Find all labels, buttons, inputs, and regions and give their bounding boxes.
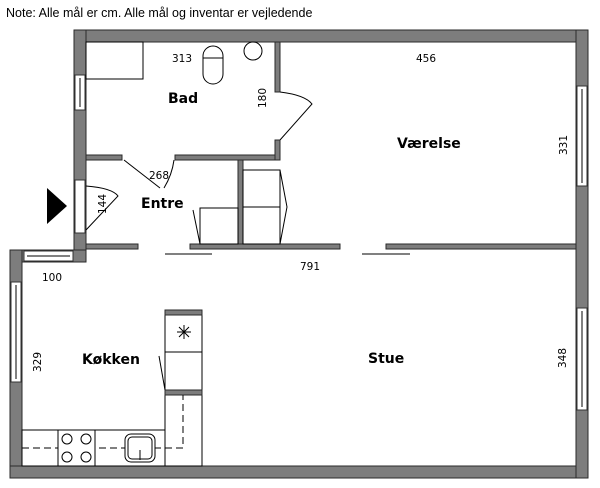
room-label-stue: Stue [368, 351, 404, 367]
room-label-vaerelse: Værelse [397, 136, 461, 152]
stove-icon [57, 429, 96, 467]
toilet-icon [202, 45, 224, 85]
washbasin-icon [243, 41, 263, 61]
interior-walls [85, 41, 577, 250]
dim-stue-height: 348 [557, 348, 569, 368]
dim-koekken-small: 100 [42, 272, 62, 284]
room-label-koekken: Køkken [82, 352, 140, 368]
room-label-entre: Entre [141, 196, 184, 212]
dim-entre-height: 144 [97, 194, 109, 214]
dim-bad-width: 313 [172, 53, 192, 65]
dim-koekken-height: 329 [32, 352, 44, 372]
furniture [21, 41, 288, 467]
windows [10, 74, 588, 411]
dim-bad-height: 180 [257, 88, 269, 108]
outer-walls [9, 29, 589, 479]
dim-entre-width: 268 [149, 170, 169, 182]
doors [85, 91, 410, 255]
sink-icon [124, 433, 156, 463]
disclaimer-note: Note: Alle mål er cm. Alle mål og invent… [6, 6, 313, 20]
fan-icon [177, 325, 191, 339]
entrance-arrow-icon [47, 188, 67, 224]
dim-vaerelse-height: 331 [558, 135, 570, 155]
dim-vaerelse-width: 456 [416, 53, 436, 65]
dim-total-width: 791 [300, 261, 320, 273]
room-label-bad: Bad [168, 91, 198, 107]
